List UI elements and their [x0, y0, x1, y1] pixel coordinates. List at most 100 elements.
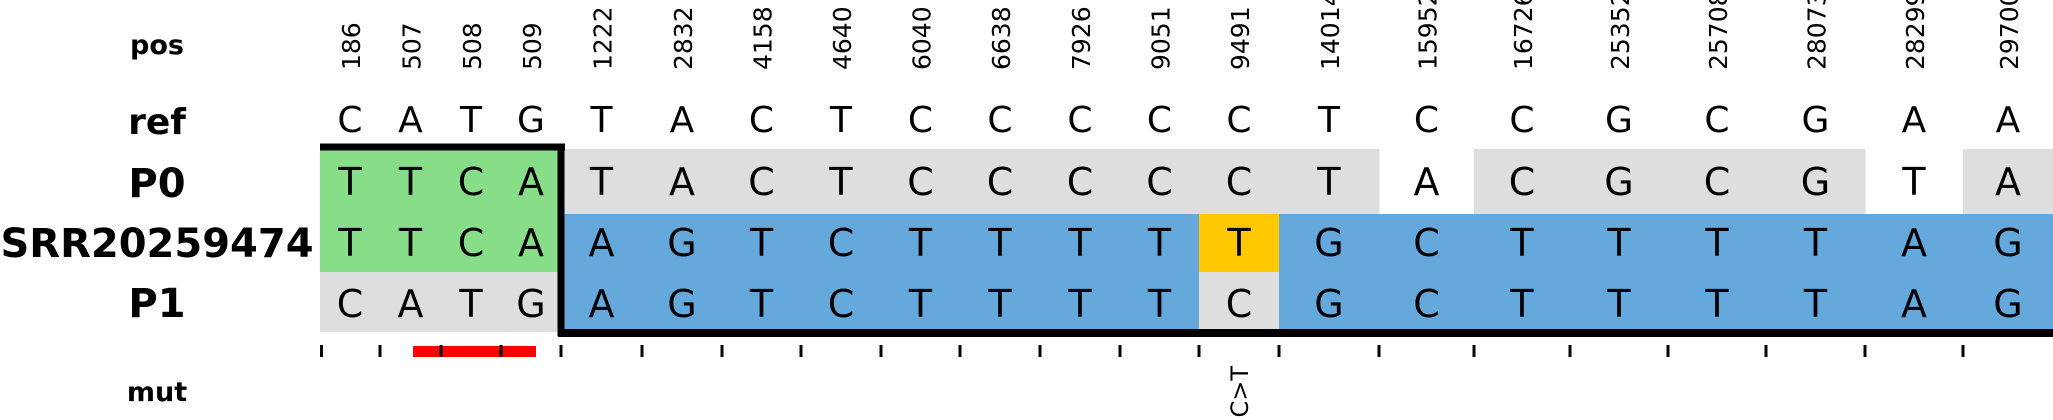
position-label: 509: [518, 22, 547, 70]
sample-cell: [1766, 214, 1866, 272]
p1-base: A: [1901, 282, 1927, 326]
sample-base: T: [987, 221, 1012, 265]
ref-base: C: [1067, 100, 1092, 141]
label-p0: P0: [128, 161, 185, 207]
ref-base: A: [1902, 100, 1927, 141]
ref-base: A: [670, 100, 695, 141]
sample-cell: [1040, 214, 1121, 272]
p0-cell: [1963, 149, 2053, 214]
p1-cell: [1120, 272, 1200, 332]
sample-base: T: [1606, 221, 1631, 265]
position-label: 29700: [1995, 0, 2024, 70]
p1-base: G: [1314, 282, 1343, 326]
p1-cell: [561, 272, 643, 332]
p0-base: T: [398, 160, 423, 204]
sample-cell: [441, 214, 502, 272]
p1-base: C: [828, 282, 855, 326]
p1-base: T: [908, 282, 933, 326]
sample-cell: [1379, 214, 1475, 272]
p1-base: T: [1067, 282, 1092, 326]
mutation-label: C>T: [1226, 366, 1254, 418]
p0-base: C: [748, 160, 775, 204]
sample-cell: [1570, 214, 1669, 272]
sample-cell: [320, 214, 381, 272]
ref-base: C: [1509, 100, 1534, 141]
p0-cell: [1668, 149, 1767, 214]
p1-cell: [1379, 272, 1475, 332]
position-label: 2832: [669, 6, 698, 70]
sample-base: T: [1509, 221, 1534, 265]
p1-cell: [1963, 272, 2053, 332]
position-label: 6638: [987, 6, 1016, 70]
ref-base: C: [908, 100, 933, 141]
sample-cell: [1865, 214, 1964, 272]
p1-cell: [722, 272, 802, 332]
sample-base: T: [1704, 221, 1729, 265]
p1-base: A: [398, 282, 424, 326]
position-label: 7926: [1067, 6, 1096, 70]
position-label: 508: [458, 22, 487, 70]
p1-cell: [881, 272, 961, 332]
position-label: 14014: [1316, 0, 1345, 70]
p1-cell: [380, 272, 442, 332]
p1-cell: [1766, 272, 1866, 332]
sample-base: G: [1314, 221, 1343, 265]
sample-cell: [960, 214, 1041, 272]
p1-base: T: [749, 282, 774, 326]
position-label: 9051: [1147, 6, 1176, 70]
p0-base: T: [337, 160, 362, 204]
sample-base: T: [1147, 221, 1172, 265]
p1-base: T: [1509, 282, 1534, 326]
p1-cell: [1199, 272, 1280, 332]
sample-cell: [642, 214, 723, 272]
label-sample: SRR20259474: [0, 221, 313, 267]
p0-base: A: [669, 160, 695, 204]
p1-base: C: [1226, 282, 1253, 326]
sample-base: C: [1413, 221, 1440, 265]
position-label: 28299: [1901, 0, 1930, 70]
sample-cell: [1963, 214, 2053, 272]
ref-base: T: [1317, 100, 1341, 141]
p0-base: C: [907, 160, 934, 204]
p1-cell: [1474, 272, 1571, 332]
p0-base: C: [1509, 160, 1536, 204]
p0-base: G: [1604, 160, 1633, 204]
mutation-marker-bar: [413, 346, 536, 357]
p0-cell: [1040, 149, 1121, 214]
p0-cell: [642, 149, 723, 214]
p1-cell: [642, 272, 723, 332]
position-label: 4640: [828, 6, 857, 70]
position-label: 16726: [1509, 0, 1538, 70]
ref-base: T: [829, 100, 853, 141]
p0-cell: [1766, 149, 1866, 214]
ref-base: C: [337, 100, 362, 141]
ref-base: G: [1802, 100, 1830, 141]
p1-cell: [320, 272, 381, 332]
row-labels: pos ref P0 SRR20259474 P1 mut: [0, 30, 313, 408]
p0-base: T: [828, 160, 853, 204]
p0-cell: [801, 149, 882, 214]
sample-base: T: [749, 221, 774, 265]
sample-cell: [561, 214, 643, 272]
p1-base: A: [589, 282, 615, 326]
ref-base: T: [590, 100, 614, 141]
sample-cell: [380, 214, 442, 272]
p0-cell: [1120, 149, 1200, 214]
ref-base: A: [1996, 100, 2021, 141]
position-label: 6040: [908, 6, 937, 70]
ref-base: A: [398, 100, 423, 141]
ref-base: C: [987, 100, 1012, 141]
p1-cell: [441, 272, 502, 332]
p0-base: C: [458, 160, 485, 204]
p0-cell: [1570, 149, 1669, 214]
label-ref: ref: [128, 102, 186, 143]
label-p1: P1: [128, 281, 185, 327]
ref-base: C: [1414, 100, 1439, 141]
position-label: 1222: [589, 6, 618, 70]
sample-cell: [801, 214, 882, 272]
p0-cell: [881, 149, 961, 214]
position-label: 9491: [1226, 6, 1255, 70]
sample-base: T: [908, 221, 933, 265]
p1-cell: [801, 272, 882, 332]
